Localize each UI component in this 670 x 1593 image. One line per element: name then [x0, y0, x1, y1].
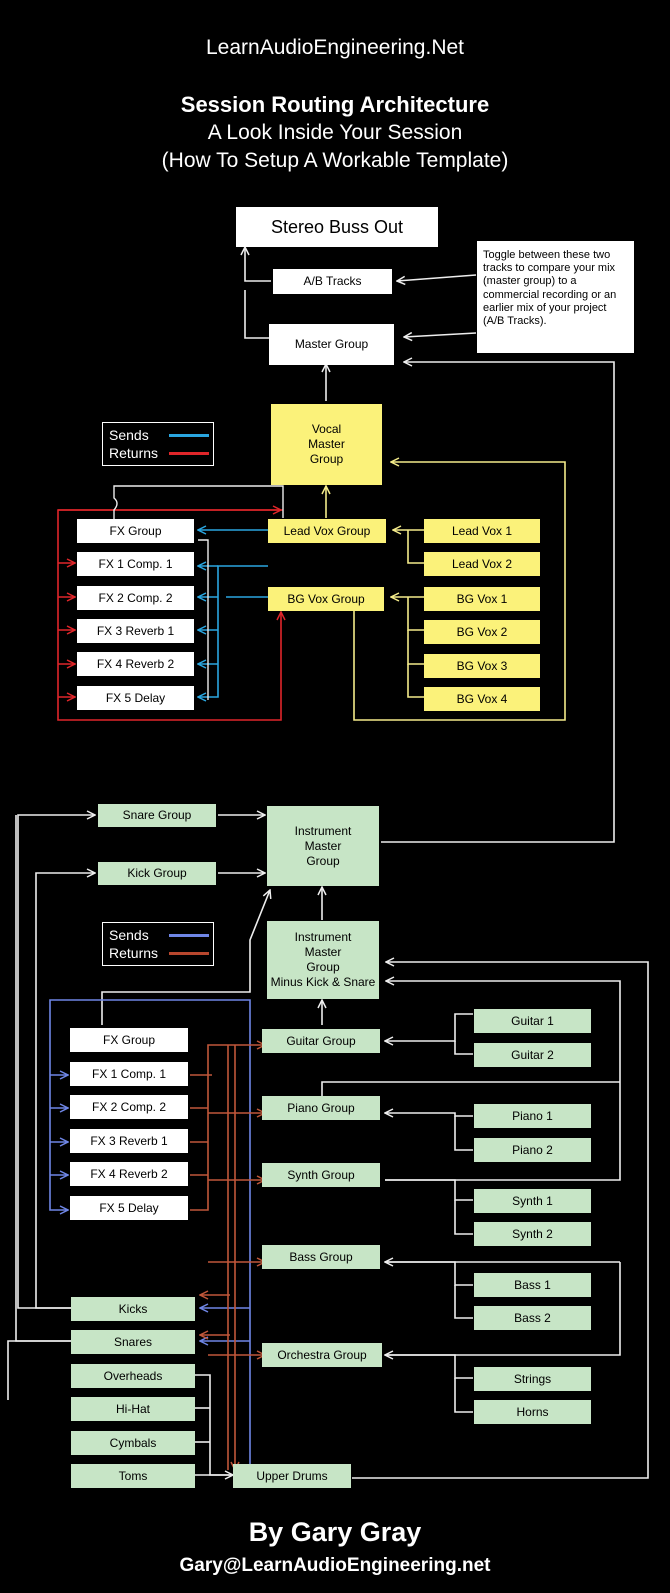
vocal-fx-5-delay: FX 5 Delay [77, 686, 194, 710]
stereo-buss-out: Stereo Buss Out [236, 207, 438, 247]
snares: Snares [71, 1330, 195, 1354]
legend-sends-swatch [169, 934, 209, 937]
bass-2: Bass 2 [474, 1306, 591, 1330]
cymbals: Cymbals [71, 1431, 195, 1455]
vocal-fx-3-reverb-1: FX 3 Reverb 1 [77, 619, 194, 643]
ab-tracks: A/B Tracks [273, 269, 392, 294]
bg-vox-2: BG Vox 2 [424, 620, 540, 644]
instrument-fx-1-comp-1: FX 1 Comp. 1 [70, 1062, 188, 1086]
ab-note: Toggle between these two tracks to compa… [477, 241, 634, 353]
instrument-fx-2-comp-2: FX 2 Comp. 2 [70, 1095, 188, 1119]
legend-returns-swatch [169, 952, 209, 955]
bass-group: Bass Group [262, 1245, 380, 1269]
bg-vox-4: BG Vox 4 [424, 687, 540, 711]
hi-hat: Hi-Hat [71, 1397, 195, 1421]
piano-1: Piano 1 [474, 1104, 591, 1128]
instrument-fx-5-delay: FX 5 Delay [70, 1196, 188, 1220]
guitar-group: Guitar Group [262, 1029, 380, 1053]
legend-returns-swatch [169, 452, 209, 455]
instrument-master-minus-kick-snare: Instrument Master Group Minus Kick & Sna… [267, 921, 379, 999]
diagram-title: Session Routing Architecture [180, 92, 490, 117]
vocal-legend: Sends Returns [102, 422, 214, 466]
bg-vox-3: BG Vox 3 [424, 654, 540, 678]
synth-2: Synth 2 [474, 1222, 591, 1246]
vocal-master-group: Vocal Master Group [271, 404, 382, 485]
legend-returns-label: Returns [109, 945, 159, 961]
synth-group: Synth Group [262, 1163, 380, 1187]
legend-sends-label: Sends [109, 427, 149, 443]
instrument-master-group: Instrument Master Group [267, 806, 379, 886]
vocal-fx-1-comp-1: FX 1 Comp. 1 [77, 552, 194, 576]
piano-group: Piano Group [262, 1096, 380, 1120]
kicks: Kicks [71, 1297, 195, 1321]
upper-drums: Upper Drums [233, 1464, 351, 1488]
author-email: Gary@LearnAudioEngineering.net [179, 1555, 491, 1576]
diagram-subtitle-2: (How To Setup A Workable Template) [161, 149, 509, 172]
author: By Gary Gray [248, 1517, 422, 1547]
guitar-1: Guitar 1 [474, 1009, 591, 1033]
bg-vox-group: BG Vox Group [268, 587, 384, 611]
legend-sends-swatch [169, 434, 209, 437]
instrument-fx-group: FX Group [70, 1028, 188, 1052]
lead-vox-group: Lead Vox Group [268, 519, 386, 543]
instrument-legend: Sends Returns [102, 922, 214, 966]
vocal-fx-2-comp-2: FX 2 Comp. 2 [77, 586, 194, 610]
snare-group: Snare Group [98, 804, 216, 827]
legend-returns-label: Returns [109, 445, 159, 461]
guitar-2: Guitar 2 [474, 1043, 591, 1067]
strings: Strings [474, 1367, 591, 1391]
bass-1: Bass 1 [474, 1273, 591, 1297]
horns: Horns [474, 1400, 591, 1424]
legend-sends-label: Sends [109, 927, 149, 943]
lead-vox-2: Lead Vox 2 [424, 552, 540, 576]
toms: Toms [71, 1464, 195, 1488]
lead-vox-1: Lead Vox 1 [424, 519, 540, 543]
piano-2: Piano 2 [474, 1138, 591, 1162]
overheads: Overheads [71, 1364, 195, 1388]
instrument-fx-3-reverb-1: FX 3 Reverb 1 [70, 1129, 188, 1153]
kick-group: Kick Group [98, 862, 216, 885]
orchestra-group: Orchestra Group [262, 1343, 382, 1367]
instrument-fx-4-reverb-2: FX 4 Reverb 2 [70, 1162, 188, 1186]
bg-vox-1: BG Vox 1 [424, 587, 540, 611]
synth-1: Synth 1 [474, 1189, 591, 1213]
vocal-fx-4-reverb-2: FX 4 Reverb 2 [77, 652, 194, 676]
vocal-fx-group: FX Group [77, 519, 194, 543]
master-group: Master Group [269, 324, 394, 365]
site-name: LearnAudioEngineering.Net [205, 36, 465, 59]
diagram-subtitle: A Look Inside Your Session [207, 121, 463, 144]
